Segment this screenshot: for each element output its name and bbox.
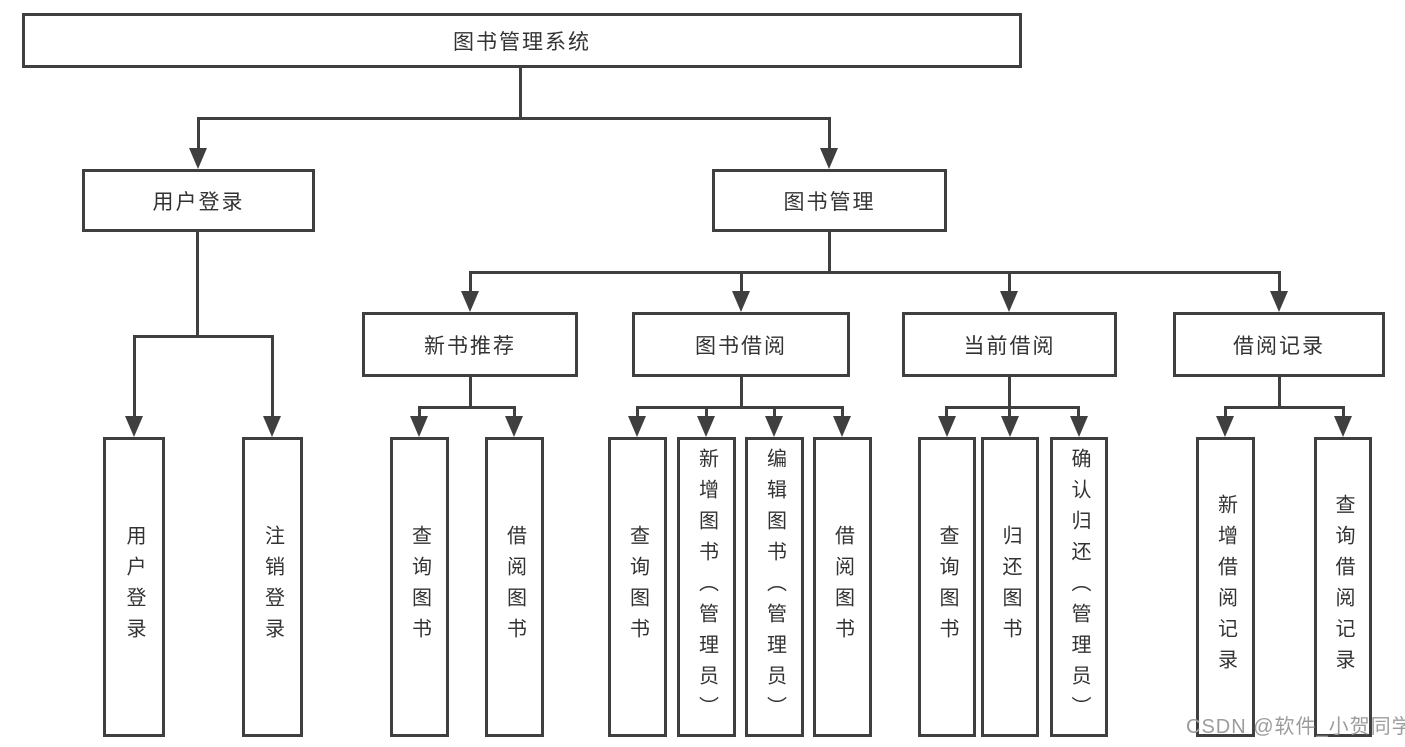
connector-line <box>1224 406 1227 420</box>
leaf-add-borrow-record: 新增借阅记录 <box>1196 437 1255 737</box>
leaf-label: 查询图书 <box>626 525 649 649</box>
leaf-confirm-return-admin: 确认归还（管理员） <box>1050 437 1108 737</box>
connector-line <box>841 406 844 420</box>
connector-line <box>945 406 948 420</box>
connector-line <box>133 335 136 418</box>
node-book-management: 图书管理 <box>712 169 947 232</box>
arrow-down-icon <box>461 291 479 312</box>
arrow-down-icon <box>1070 416 1088 437</box>
node-user-login: 用户登录 <box>82 169 315 232</box>
leaf-query-borrow-record: 查询借阅记录 <box>1314 437 1372 737</box>
connector-line <box>519 68 522 120</box>
connector-line <box>1077 406 1080 420</box>
connector-line <box>828 117 831 150</box>
connector-line <box>705 406 708 420</box>
connector-line <box>513 406 516 420</box>
node-library-management-system: 图书管理系统 <box>22 13 1022 68</box>
arrow-down-icon <box>820 148 838 169</box>
arrow-down-icon <box>125 416 143 437</box>
connector-line <box>636 406 844 409</box>
arrow-down-icon <box>732 291 750 312</box>
arrow-down-icon <box>263 416 281 437</box>
node-book-borrowing: 图书借阅 <box>632 312 850 377</box>
arrow-down-icon <box>765 416 783 437</box>
leaf-label: 新增借阅记录 <box>1214 494 1237 680</box>
leaf-label: 查询图书 <box>408 525 431 649</box>
leaf-query-books-recommend: 查询图书 <box>390 437 449 737</box>
connector-line <box>1278 271 1281 295</box>
leaf-label: 归还图书 <box>999 525 1021 649</box>
leaf-label: 查询借阅记录 <box>1332 494 1354 680</box>
connector-line <box>469 271 1280 274</box>
connector-line <box>418 406 516 409</box>
leaf-label: 借阅图书 <box>503 525 526 649</box>
leaf-label: 注销登录 <box>261 525 284 649</box>
arrow-down-icon <box>628 416 646 437</box>
connector-line <box>197 117 200 150</box>
arrow-down-icon <box>505 416 523 437</box>
arrow-down-icon <box>1334 416 1352 437</box>
arrow-down-icon <box>697 416 715 437</box>
leaf-edit-books-admin: 编辑图书（管理员） <box>745 437 804 737</box>
node-current-borrowing: 当前借阅 <box>902 312 1117 377</box>
leaf-borrow-books-recommend: 借阅图书 <box>485 437 544 737</box>
connector-line <box>828 232 831 274</box>
arrow-down-icon <box>938 416 956 437</box>
leaf-label: 编辑图书（管理员） <box>763 447 786 727</box>
leaf-logout: 注销登录 <box>242 437 303 737</box>
connector-line <box>197 117 831 120</box>
connector-line <box>1342 406 1345 420</box>
arrow-down-icon <box>1001 416 1019 437</box>
arrow-down-icon <box>189 148 207 169</box>
arrow-down-icon <box>1270 291 1288 312</box>
leaf-label: 借阅图书 <box>831 525 854 649</box>
node-new-book-recommendation: 新书推荐 <box>362 312 578 377</box>
arrow-down-icon <box>1216 416 1234 437</box>
connector-line <box>1278 377 1281 409</box>
csdn-watermark: CSDN @软件_小贺同学 <box>1186 716 1405 738</box>
connector-line <box>469 271 472 295</box>
node-borrowing-records: 借阅记录 <box>1173 312 1385 377</box>
leaf-label: 新增图书（管理员） <box>695 447 718 727</box>
leaf-label: 用户登录 <box>123 525 145 649</box>
connector-line <box>740 377 743 409</box>
connector-line <box>1224 406 1345 409</box>
leaf-return-books: 归还图书 <box>981 437 1039 737</box>
connector-line <box>1008 377 1011 409</box>
connector-line <box>1008 406 1011 420</box>
connector-line <box>418 406 421 420</box>
leaf-label: 查询图书 <box>936 525 958 649</box>
leaf-add-books-admin: 新增图书（管理员） <box>677 437 736 737</box>
arrow-down-icon <box>410 416 428 437</box>
connector-line <box>636 406 639 420</box>
connector-line <box>945 406 1080 409</box>
connector-line <box>740 271 743 295</box>
leaf-label: 确认归还（管理员） <box>1068 447 1090 727</box>
connector-line <box>271 335 274 418</box>
connector-line <box>469 377 472 409</box>
connector-line <box>773 406 776 420</box>
leaf-query-books-borrowing: 查询图书 <box>608 437 667 737</box>
arrow-down-icon <box>833 416 851 437</box>
connector-line <box>1008 271 1011 295</box>
connector-line <box>133 335 274 338</box>
leaf-user-login: 用户登录 <box>103 437 165 737</box>
arrow-down-icon <box>1000 291 1018 312</box>
connector-line <box>196 232 199 338</box>
leaf-query-books-current: 查询图书 <box>918 437 976 737</box>
leaf-borrow-books-borrowing: 借阅图书 <box>813 437 872 737</box>
